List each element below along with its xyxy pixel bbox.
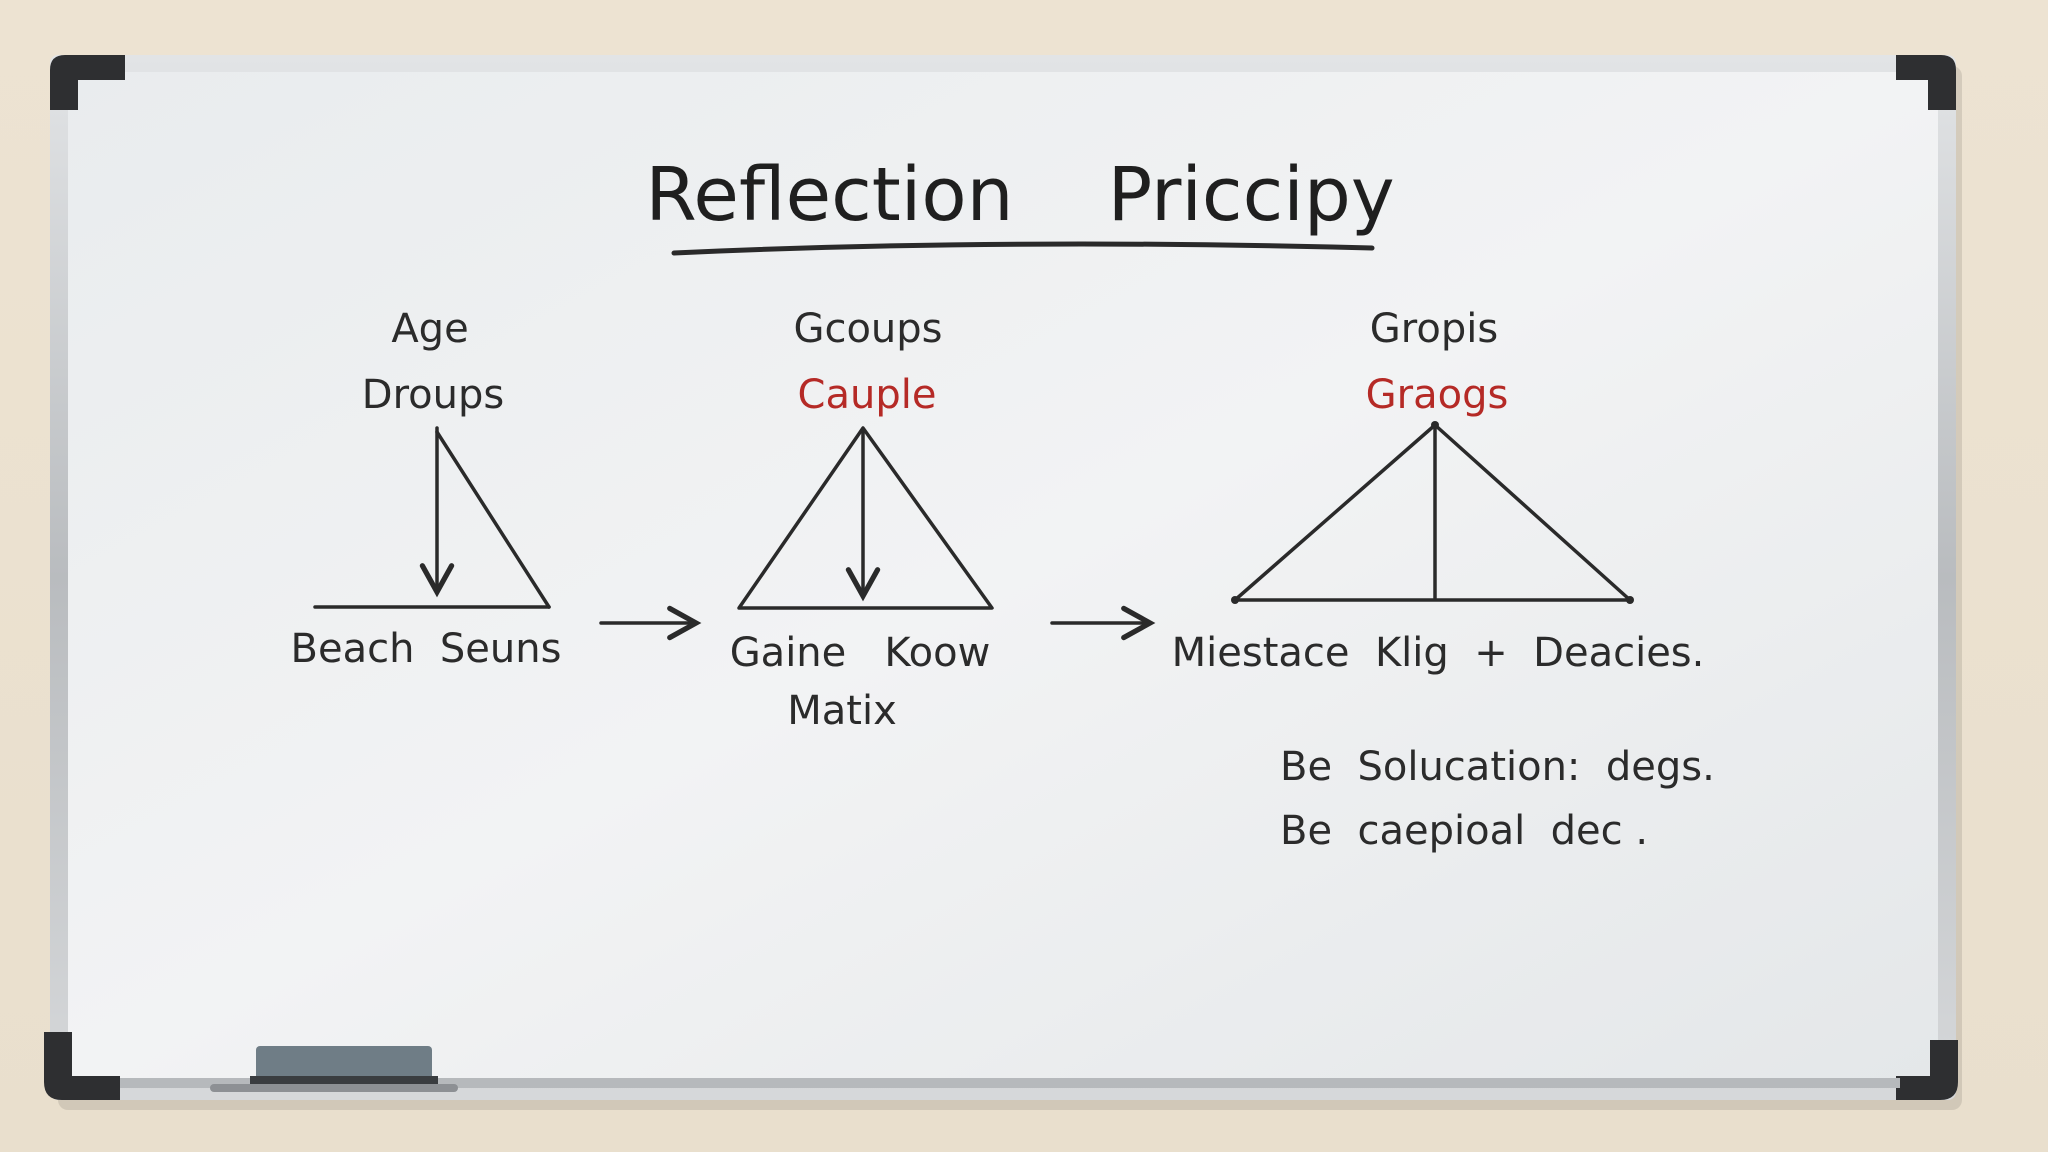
diagram-3: Gropis Graogs Miestace Klig + Deacies. bbox=[1172, 306, 1705, 676]
corner-cap-br bbox=[1896, 1040, 1958, 1100]
diagram-3-label-top2: Graogs bbox=[1366, 372, 1509, 418]
diagram-2-label-top: Gcoups bbox=[793, 306, 942, 352]
diagram-2-label-bottom: Gaine Koow bbox=[730, 630, 991, 676]
corner-cap-tr bbox=[1896, 55, 1956, 110]
diagram-3-vertex-left bbox=[1231, 596, 1239, 604]
diagram-3-label-bottom: Miestace Klig + Deacies. bbox=[1172, 630, 1705, 676]
diagram-1-label-bottom: Beach Seuns bbox=[291, 626, 562, 672]
diagram-2-triangle bbox=[737, 426, 994, 610]
corner-cap-bl bbox=[44, 1032, 120, 1100]
diagram-1-label-top: Age bbox=[391, 306, 468, 352]
title-underline bbox=[671, 241, 1375, 256]
diagram-3-label-top: Gropis bbox=[1370, 306, 1498, 352]
eraser-base bbox=[250, 1076, 438, 1084]
diagram-3-triangle bbox=[1233, 423, 1632, 602]
note-line-2: Be caepioal dec . bbox=[1280, 808, 1648, 854]
page-title: Reflection Priccipy bbox=[645, 152, 1394, 238]
diagram-2: Gcoups Cauple Gaine Koow Matix bbox=[730, 306, 994, 734]
board-surface bbox=[68, 72, 1938, 1080]
corner-cap-tl bbox=[50, 55, 125, 110]
marker-pen[interactable] bbox=[210, 1084, 458, 1092]
note-line-1: Be Solucation: degs. bbox=[1280, 744, 1715, 790]
diagram-1-label-top2: Droups bbox=[362, 372, 504, 418]
diagram-3-vertex-top bbox=[1431, 421, 1439, 429]
diagram-2-label-top2: Cauple bbox=[798, 372, 937, 418]
diagram-1-triangle-hyp bbox=[435, 430, 551, 609]
diagram-1: Age Droups Beach Seuns bbox=[291, 306, 562, 672]
diagram-2-label-bottom2: Matix bbox=[787, 688, 897, 734]
marker-tray bbox=[120, 1078, 1900, 1088]
diagram-3-vertex-right bbox=[1626, 596, 1634, 604]
eraser[interactable] bbox=[256, 1046, 432, 1082]
